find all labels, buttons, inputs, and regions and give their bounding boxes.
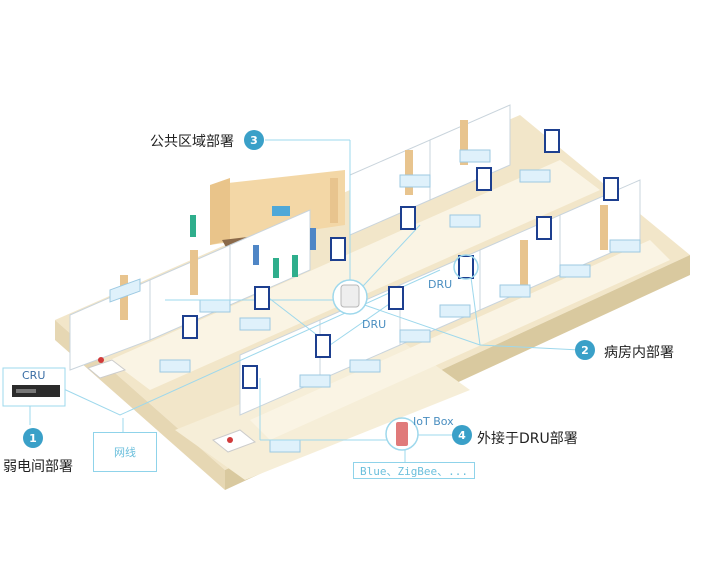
dru-right-label: DRU bbox=[428, 278, 453, 291]
protocols-box: Blue、ZigBee、... bbox=[353, 462, 475, 479]
ap-frame bbox=[330, 237, 346, 261]
ap-frame bbox=[536, 216, 552, 240]
iot-box-icon bbox=[385, 417, 419, 451]
cru-label: CRU bbox=[22, 369, 46, 382]
staff-figures bbox=[190, 215, 316, 278]
ap-frame bbox=[603, 177, 619, 201]
ap-frame bbox=[182, 315, 198, 339]
label-weak-room: 弱电间部署 bbox=[3, 459, 73, 475]
ap-frame bbox=[476, 167, 492, 191]
curtains bbox=[120, 120, 608, 320]
dru-device-icon bbox=[332, 279, 368, 315]
ap-frame bbox=[544, 129, 560, 153]
flower-icon bbox=[227, 437, 233, 443]
iot-box-label: IoT Box bbox=[413, 415, 454, 428]
furniture-tables bbox=[86, 359, 257, 453]
cru-device-icon bbox=[2, 367, 66, 407]
connection-lines bbox=[29, 139, 581, 462]
flower-icon bbox=[98, 357, 104, 363]
ap-frame bbox=[315, 334, 331, 358]
dru-center-label: DRU bbox=[362, 318, 387, 331]
ap-frame bbox=[388, 286, 404, 310]
ap-frame bbox=[400, 206, 416, 230]
dru-right-ring bbox=[453, 254, 479, 280]
badge-2: 2 bbox=[575, 340, 595, 360]
label-ward-inside: 病房内部署 bbox=[604, 345, 674, 361]
badge-1: 1 bbox=[23, 428, 43, 448]
beds bbox=[109, 149, 641, 453]
ap-frame bbox=[458, 255, 474, 279]
access-points bbox=[182, 129, 619, 389]
label-public-area: 公共区域部署 bbox=[150, 134, 234, 150]
badge-3: 3 bbox=[244, 130, 264, 150]
label-external-dru: 外接于DRU部署 bbox=[477, 431, 578, 447]
network-cable-box: 网线 bbox=[93, 432, 157, 472]
ap-frame bbox=[254, 286, 270, 310]
ap-frame bbox=[242, 365, 258, 389]
badge-4: 4 bbox=[452, 425, 472, 445]
